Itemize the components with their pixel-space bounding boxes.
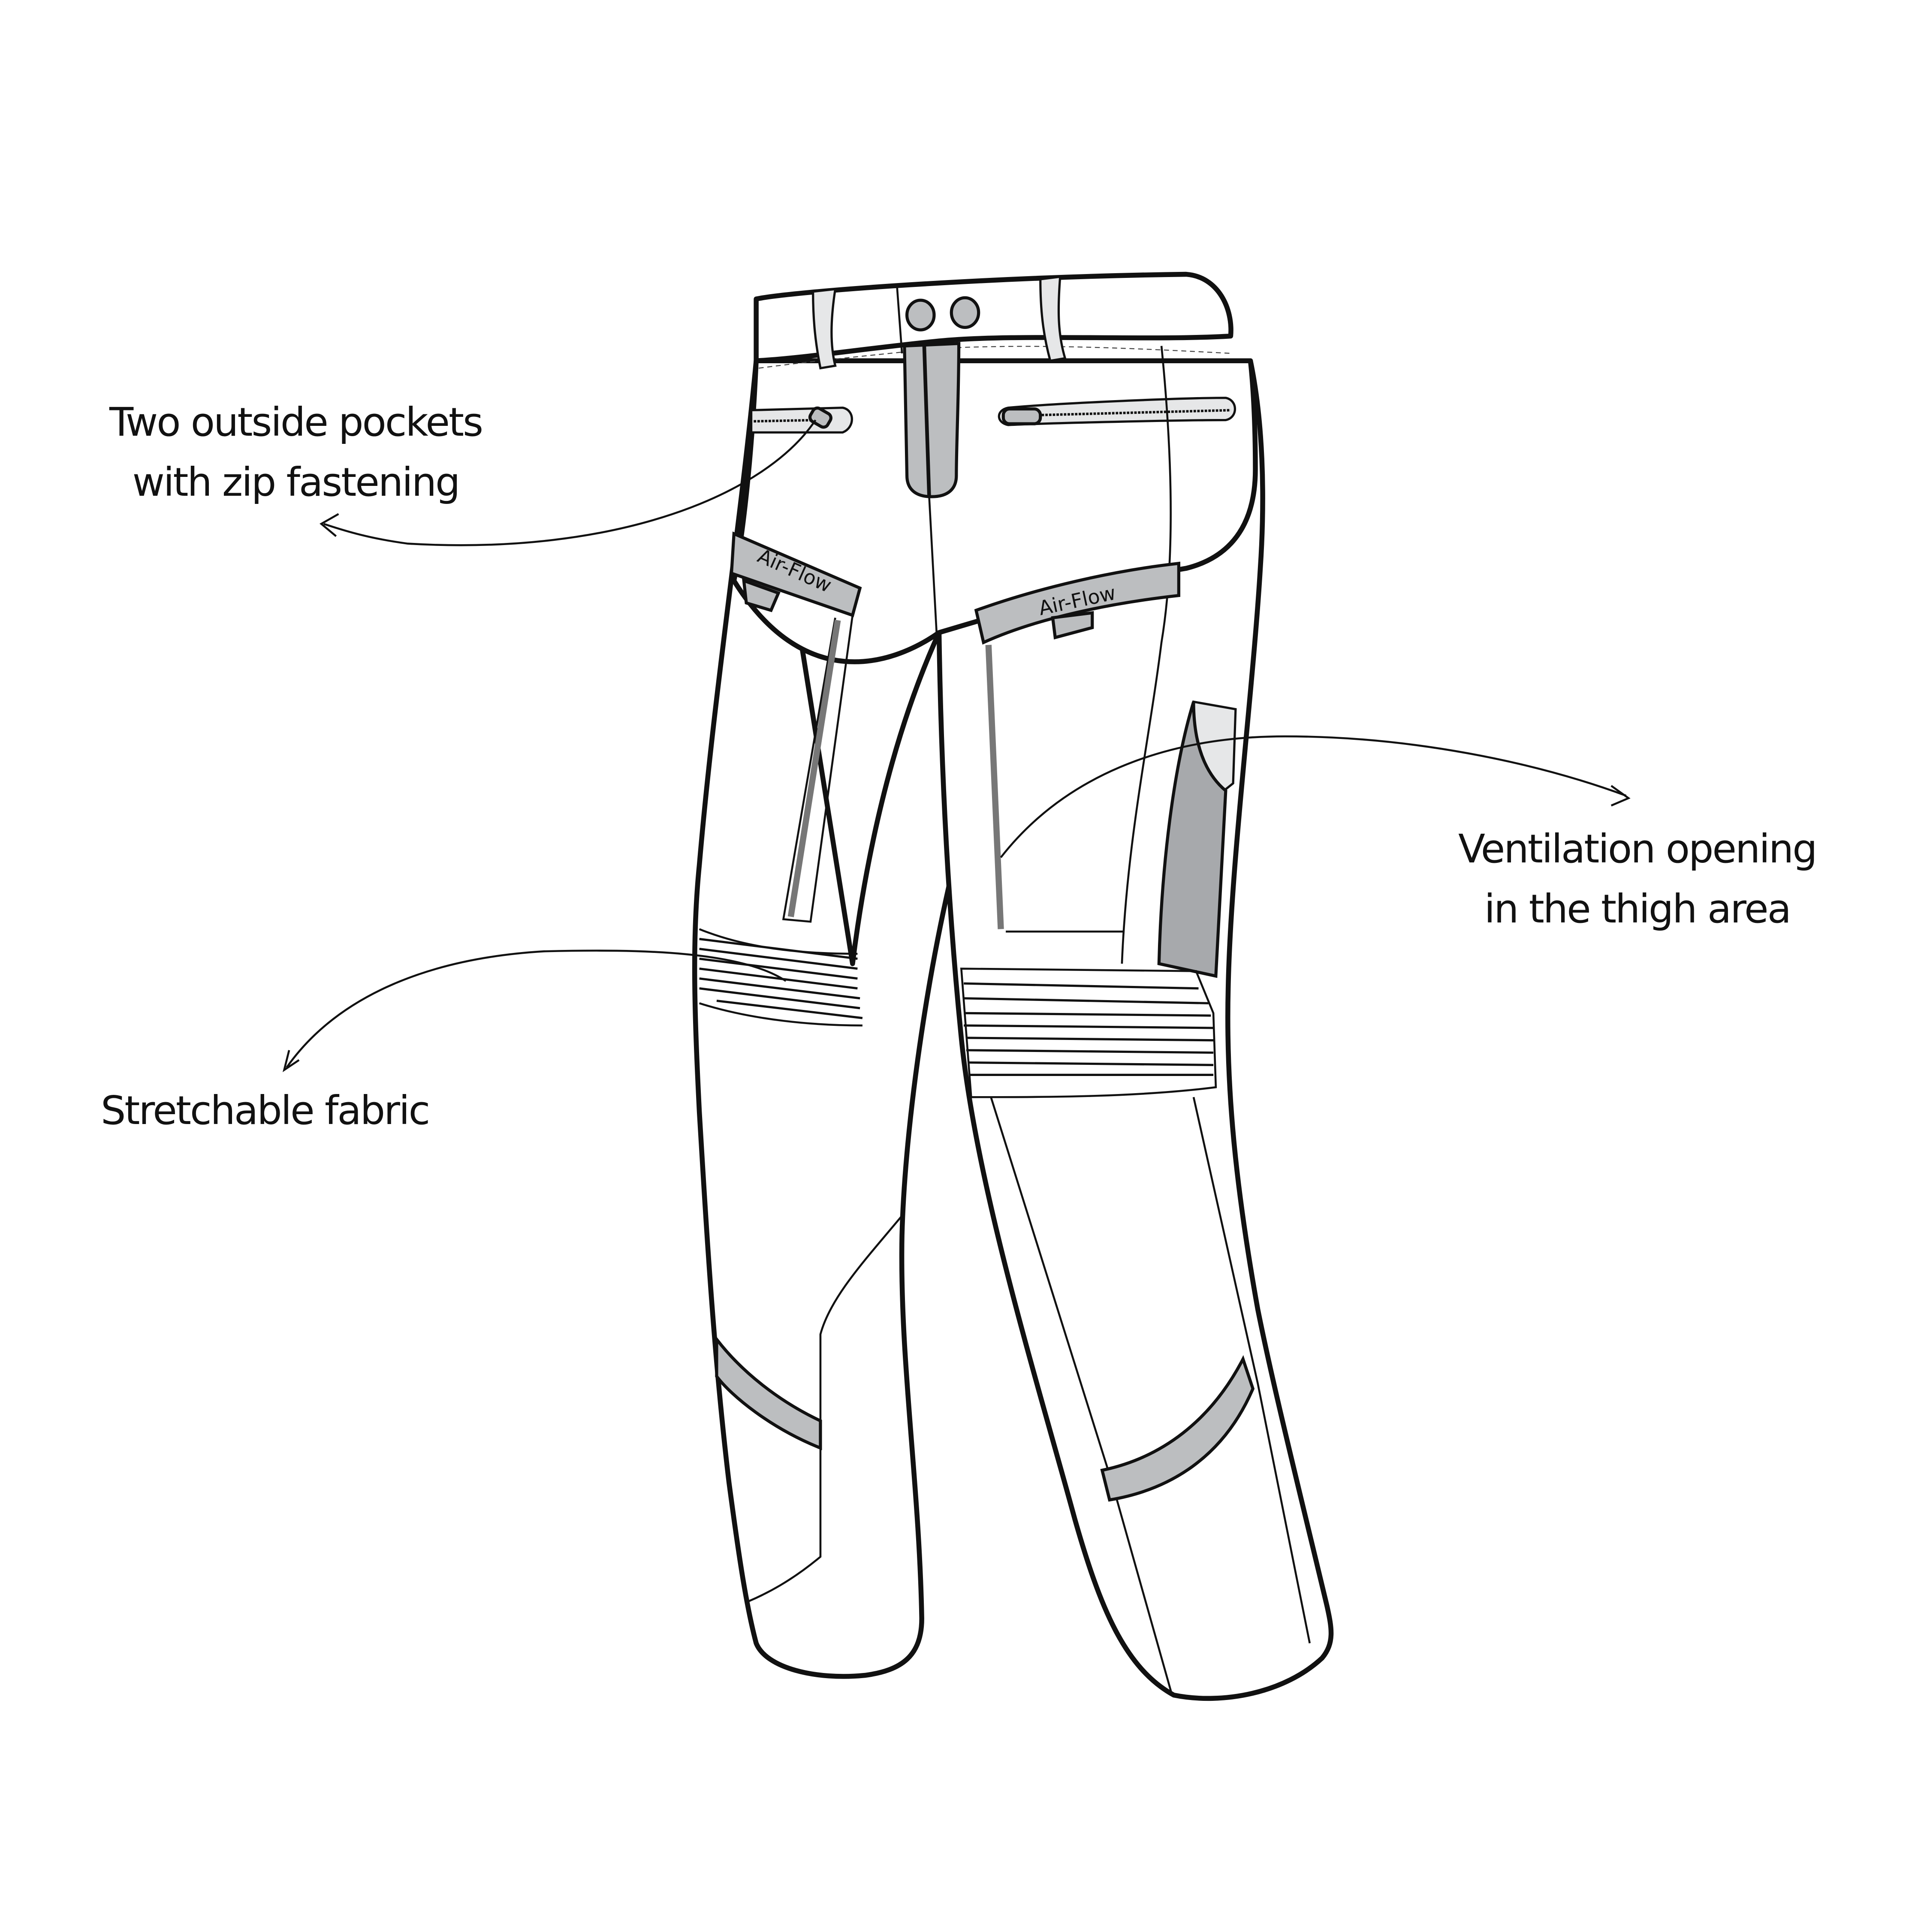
right-leg-outline <box>936 358 1334 1701</box>
annotation-stretch-line1: Stretchable fabric <box>101 1088 430 1133</box>
center-seam <box>928 497 938 633</box>
vent-zip-left <box>787 620 841 917</box>
fly-zip-teeth <box>922 346 931 497</box>
arrow-ventilation <box>1000 735 1631 858</box>
zip-teeth-right <box>1037 409 1231 416</box>
snap-button-2 <box>950 296 980 329</box>
belt-loop-right <box>1039 275 1067 362</box>
annotation-pockets-line1: Two outside pockets <box>109 399 483 445</box>
vent-zip-frame-left <box>782 615 854 923</box>
stretch-ribs-right <box>960 968 1217 1098</box>
annotation-pockets: Two outside pockets with zip fastening <box>109 392 483 512</box>
vent-tab-left <box>742 578 781 612</box>
arrow-stretch <box>282 949 787 1073</box>
annotation-pockets-line2: with zip fastening <box>132 459 461 505</box>
vent-tab-right <box>1051 611 1094 640</box>
annotation-ventilation-line2: in the thigh area <box>1484 886 1791 932</box>
fly-zip-panel <box>903 342 961 498</box>
vent-zip-right <box>985 645 1004 929</box>
knee-seam-left <box>748 1215 903 1602</box>
zip-pull-right <box>1001 407 1042 425</box>
knee-band-right <box>1100 1355 1255 1502</box>
side-seam-right <box>1121 346 1172 964</box>
leg-seam-right-2 <box>1192 1097 1311 1644</box>
belt-loop-left <box>812 288 837 370</box>
waistband <box>754 271 1233 363</box>
fly-seam <box>896 286 903 354</box>
side-panel-gray <box>1157 701 1227 978</box>
snap-button-1 <box>905 298 936 332</box>
airflow-band-right <box>974 561 1181 645</box>
zip-teeth-left <box>754 419 816 423</box>
annotation-ventilation: Ventilation opening in the thigh area <box>1458 819 1818 939</box>
knee-band-left <box>715 1335 822 1450</box>
zip-pull-left <box>808 406 832 429</box>
left-leg-outline <box>692 358 956 1679</box>
stretch-ribs-left <box>699 928 863 1027</box>
arrow-pockets <box>320 419 817 546</box>
annotation-stretch: Stretchable fabric <box>101 1081 430 1141</box>
annotation-ventilation-line1: Ventilation opening <box>1458 826 1818 872</box>
